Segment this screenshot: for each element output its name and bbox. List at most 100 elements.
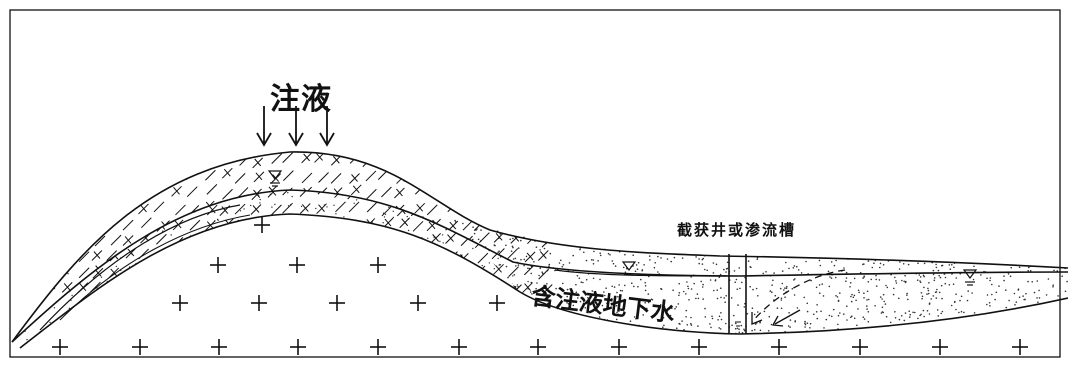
sand-dot (905, 280, 907, 283)
sand-dot (190, 324, 192, 326)
sand-dot (27, 242, 29, 244)
sand-dot (427, 313, 429, 316)
sand-dot (1043, 240, 1045, 243)
hatch-mark (287, 249, 295, 257)
hatch-mark (158, 281, 170, 292)
sand-dot (827, 270, 830, 273)
sand-dot (101, 198, 103, 200)
sand-dot (440, 283, 442, 285)
sand-dot (720, 296, 722, 299)
sand-dot (283, 327, 286, 329)
hatch-mark (254, 268, 265, 280)
sand-dot (920, 313, 922, 316)
sand-dot (539, 294, 541, 296)
sand-dot (743, 214, 745, 216)
sand-dot (824, 232, 827, 234)
hatch-mark (366, 201, 378, 213)
hatch-mark (416, 155, 422, 162)
sand-dot (845, 280, 847, 283)
sand-dot (680, 249, 683, 251)
sand-dot (469, 332, 472, 334)
hatch-mark (282, 170, 294, 181)
hatch-mark (301, 172, 313, 184)
sand-dot (986, 277, 988, 280)
sand-dot (447, 314, 449, 317)
sand-dot (659, 304, 662, 306)
sand-dot (454, 336, 456, 338)
hatch-mark (27, 137, 37, 147)
sand-dot (181, 326, 183, 329)
sand-dot (648, 223, 650, 225)
hatch-mark (396, 232, 408, 244)
hatch-mark (462, 219, 474, 231)
hatch-mark (490, 219, 502, 231)
hatch-mark (255, 266, 263, 274)
sand-dot (863, 318, 866, 320)
sand-dot (921, 295, 924, 298)
hatch-mark (31, 172, 39, 180)
sand-dot (539, 249, 541, 251)
sand-dot (1061, 275, 1063, 278)
sand-dot (716, 289, 718, 292)
sand-dot (512, 230, 514, 233)
sand-dot (405, 192, 407, 194)
sand-dot (969, 239, 971, 242)
sand-dot (919, 238, 922, 241)
sand-dot (79, 182, 80, 183)
sand-dot (164, 297, 167, 300)
hatch-mark (348, 283, 359, 295)
sand-dot (517, 309, 520, 312)
sand-dot (155, 216, 158, 219)
sand-dot (447, 305, 449, 307)
hatch-mark (476, 269, 484, 277)
sand-dot (534, 336, 536, 338)
sand-dot (934, 256, 937, 258)
sand-dot (757, 295, 759, 297)
sand-dot (152, 181, 153, 182)
hatch-mark (251, 139, 261, 149)
sand-dot (1007, 237, 1010, 239)
sand-dot (904, 227, 907, 229)
sand-dot (193, 345, 196, 347)
hatch-mark (31, 265, 39, 274)
hatch-mark (349, 136, 359, 146)
hatch-mark (78, 158, 88, 168)
sand-dot (296, 238, 298, 240)
hatch-mark (414, 154, 424, 164)
hatch-mark (350, 249, 362, 261)
sand-dot (20, 266, 22, 269)
sand-dot (451, 273, 453, 276)
hatch-mark (142, 171, 154, 182)
hatch-mark (463, 184, 475, 196)
sand-dot (15, 292, 18, 294)
sand-dot (560, 315, 563, 317)
sand-dot (456, 319, 459, 322)
sand-dot (937, 258, 939, 261)
hatch-mark (237, 237, 248, 249)
sand-dot (594, 228, 596, 230)
sand-dot (993, 325, 995, 327)
sand-dot (979, 330, 981, 333)
hatch-mark (333, 285, 341, 293)
sand-dot (1057, 295, 1059, 297)
sand-dot (973, 330, 975, 333)
sand-dot (969, 215, 971, 217)
sand-dot (693, 282, 695, 285)
sand-dot (800, 249, 802, 251)
hatch-mark (398, 248, 410, 260)
sand-dot (415, 267, 417, 270)
sand-dot (285, 306, 287, 309)
sand-dot (451, 314, 454, 317)
water-table-line (554, 269, 727, 277)
inner-streak-2 (59, 214, 251, 321)
hatch-mark (369, 269, 377, 278)
hatch-mark (383, 265, 390, 273)
hatch-mark (289, 217, 296, 226)
sand-dot (521, 345, 523, 347)
hatch-mark (538, 268, 549, 280)
sand-dot (33, 264, 35, 266)
sand-dot (725, 295, 727, 297)
hatch-mark (44, 237, 51, 245)
sand-dot (376, 239, 378, 241)
hatch-mark (330, 264, 342, 276)
